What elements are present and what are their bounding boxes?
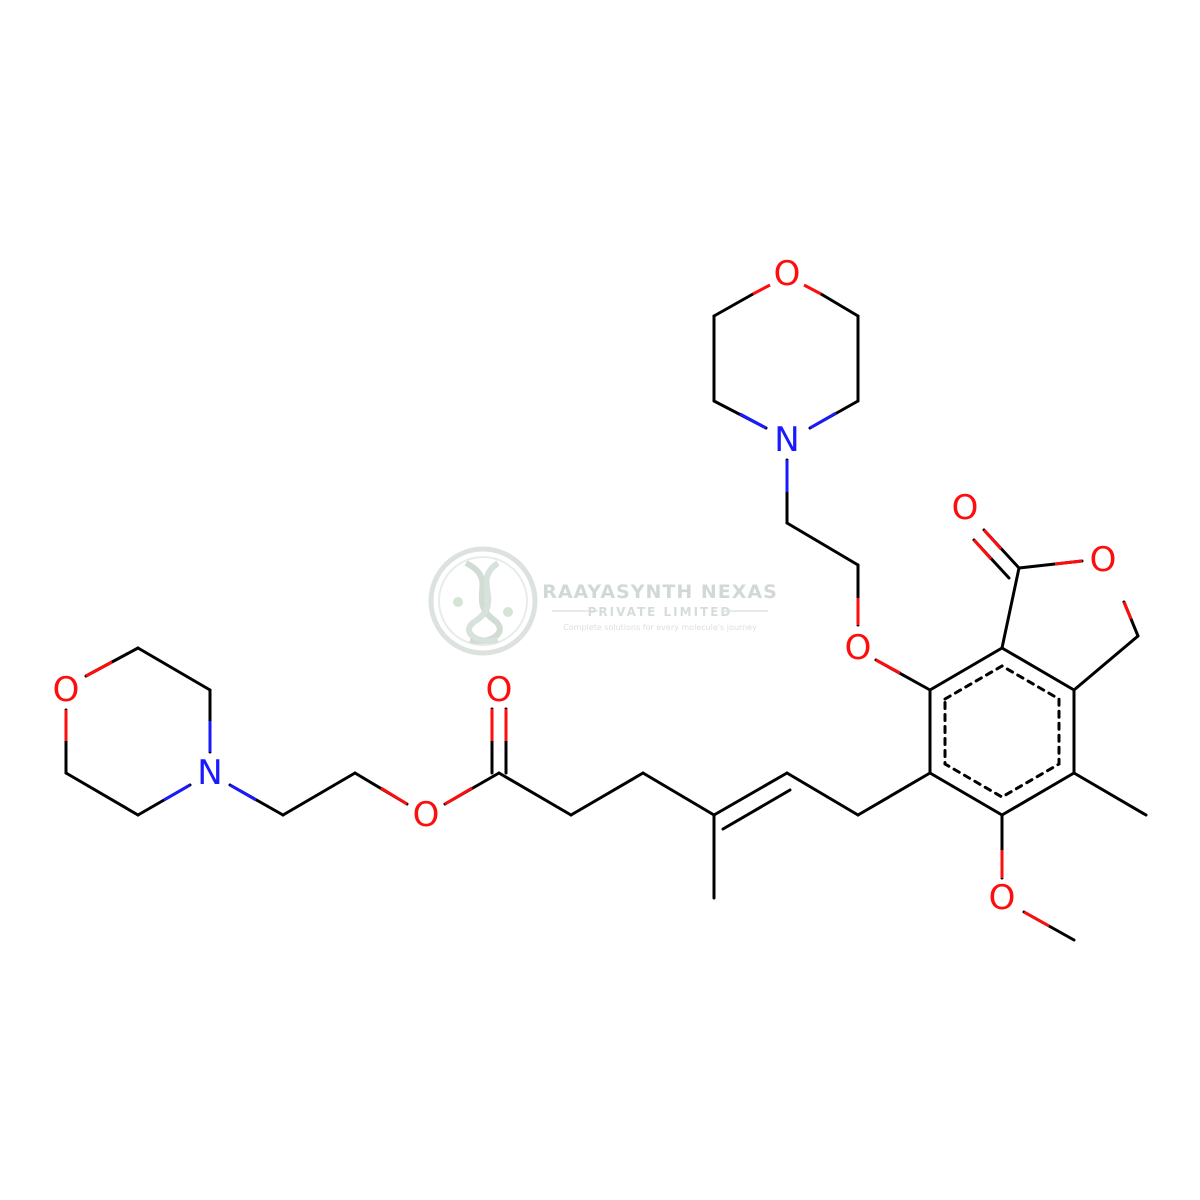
watermark-subtitle: PRIVATE LIMITED [588, 605, 733, 619]
heteroatom-bond-segments [64, 283, 1133, 928]
watermark-company: RAAYASYNTH NEXAS [542, 581, 778, 603]
atom-o-methoxy: O [989, 878, 1016, 918]
atom-labels: O N O O O O N O O O [53, 254, 1117, 918]
dna-helix-logo-icon [428, 546, 538, 656]
atom-o-morpholine-left: O [53, 670, 80, 710]
atom-o-ester: O [413, 795, 440, 835]
atom-n-morpholine-top: N [774, 420, 799, 460]
atom-o-ether: O [845, 628, 872, 668]
atom-n-morpholine-left: N [197, 753, 222, 793]
atom-o-lactone-carbonyl: O [952, 488, 979, 528]
watermark-tagline: Complete solutions for every molecule's … [563, 623, 757, 632]
atom-o-morpholine-top: O [774, 254, 801, 294]
atom-o-lactone-ring: O [1090, 540, 1117, 580]
watermark: RAAYASYNTH NEXAS PRIVATE LIMITED Complet… [428, 546, 778, 656]
atom-o-ester-carbonyl: O [486, 670, 513, 710]
